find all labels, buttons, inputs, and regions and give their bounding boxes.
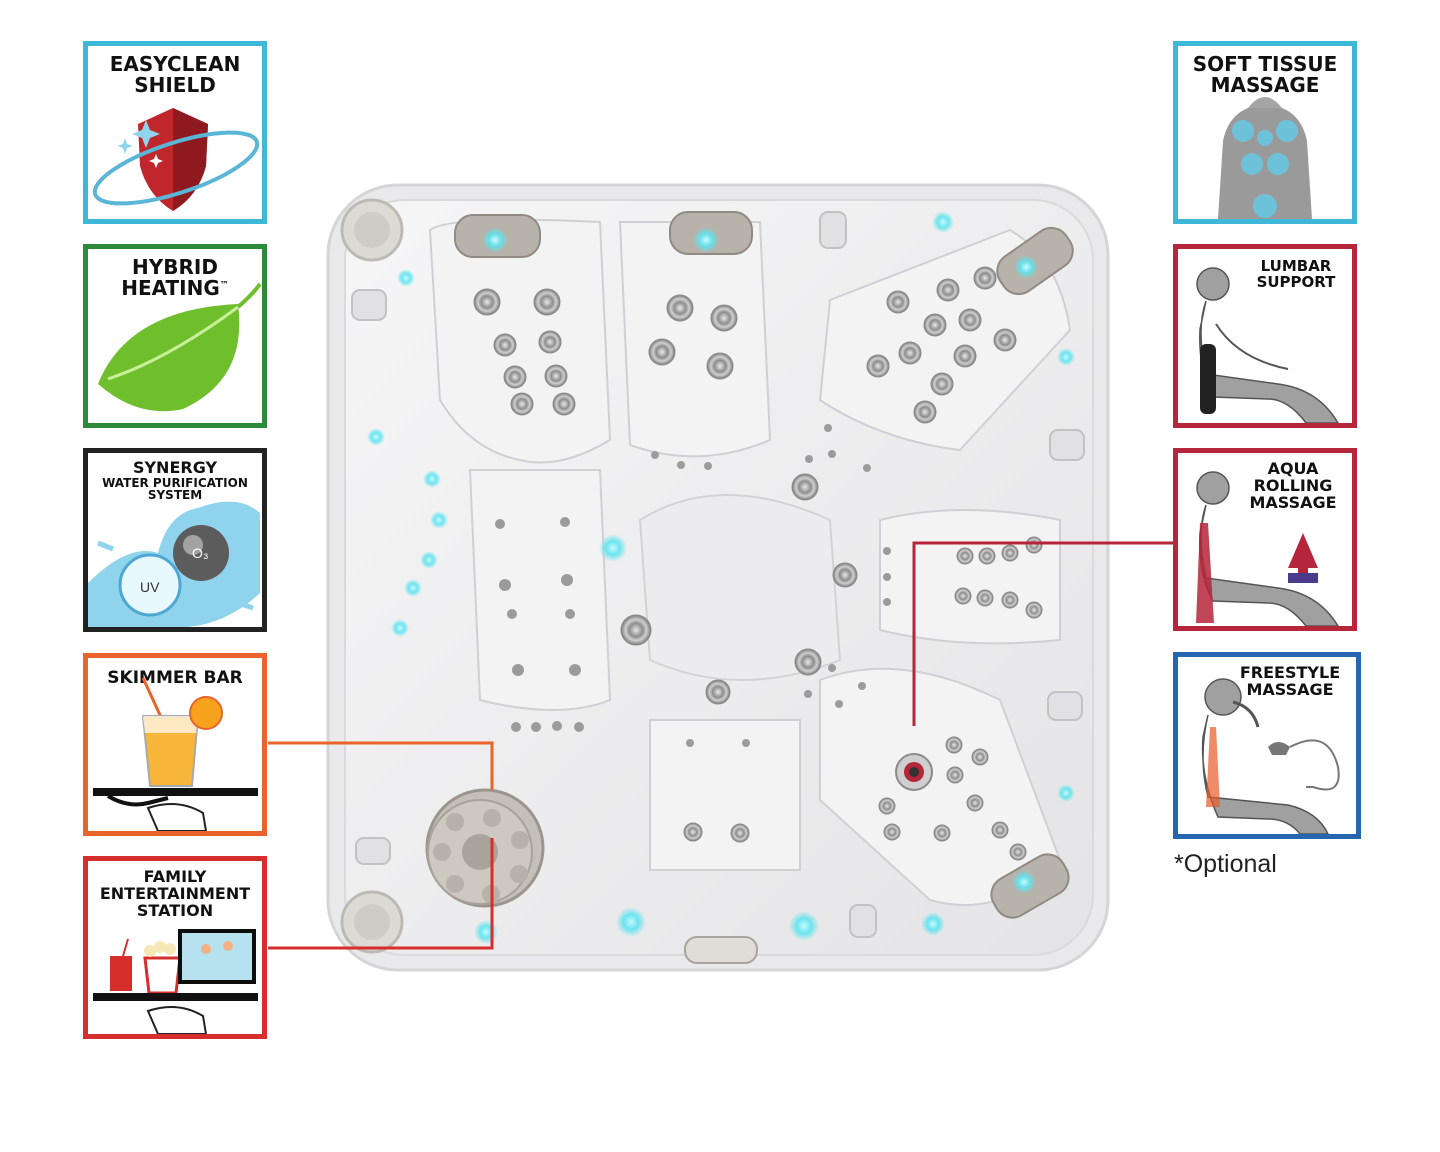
rolling-massage-icon xyxy=(1196,471,1339,626)
ozone-label: O₃ xyxy=(192,545,209,561)
feature-card-easyclean: EASYCLEAN SHIELD xyxy=(83,41,267,224)
feature-card-skimmer-bar: SKIMMER BAR xyxy=(83,653,267,836)
skimmer-callout-line xyxy=(268,741,494,790)
drink-tray-icon xyxy=(93,677,258,831)
feature-title: EASYCLEAN SHIELD xyxy=(109,52,241,97)
back-massage-icon xyxy=(1218,97,1312,219)
entertainment-tray-icon xyxy=(93,929,258,1034)
family-callout-line xyxy=(268,838,494,950)
feature-card-freestyle: FREESTYLE MASSAGE xyxy=(1173,652,1361,839)
trademark-mark: ™ xyxy=(219,280,229,291)
optional-footnote: *Optional xyxy=(1174,850,1277,878)
feature-card-hybrid-heating: HYBRID HEATING™ xyxy=(83,244,267,428)
feature-title: SKIMMER BAR xyxy=(107,668,243,688)
shield-icon xyxy=(92,108,260,211)
purification-icon xyxy=(88,501,260,627)
feature-card-soft-tissue: SOFT TISSUE MASSAGE xyxy=(1173,41,1357,224)
feature-title: AQUA ROLLING MASSAGE xyxy=(1249,459,1337,512)
feature-card-aqua-rolling: AQUA ROLLING MASSAGE xyxy=(1173,448,1357,631)
feature-title: LUMBAR SUPPORT xyxy=(1256,257,1336,291)
feature-title: FREESTYLE MASSAGE xyxy=(1239,663,1341,699)
aqua-callout-line xyxy=(912,541,1173,726)
feature-title: SYNERGY WATER PURIFICATION SYSTEM xyxy=(102,458,248,503)
feature-title: HYBRID HEATING™ xyxy=(121,255,229,300)
control-panel xyxy=(684,936,758,964)
feature-card-family-entertainment: FAMILY ENTERTAINMENT STATION xyxy=(83,856,267,1039)
leaf-icon xyxy=(98,282,262,412)
handheld-massage-icon xyxy=(1201,678,1340,834)
feature-title: SOFT TISSUE MASSAGE xyxy=(1192,52,1338,97)
feature-title: FAMILY ENTERTAINMENT STATION xyxy=(99,867,251,920)
uv-label: UV xyxy=(140,579,160,595)
lumbar-seat-icon xyxy=(1196,267,1339,423)
feature-card-synergy: SYNERGY WATER PURIFICATION SYSTEM O₃ UV xyxy=(83,448,267,632)
feature-card-lumbar: LUMBAR SUPPORT xyxy=(1173,244,1357,428)
